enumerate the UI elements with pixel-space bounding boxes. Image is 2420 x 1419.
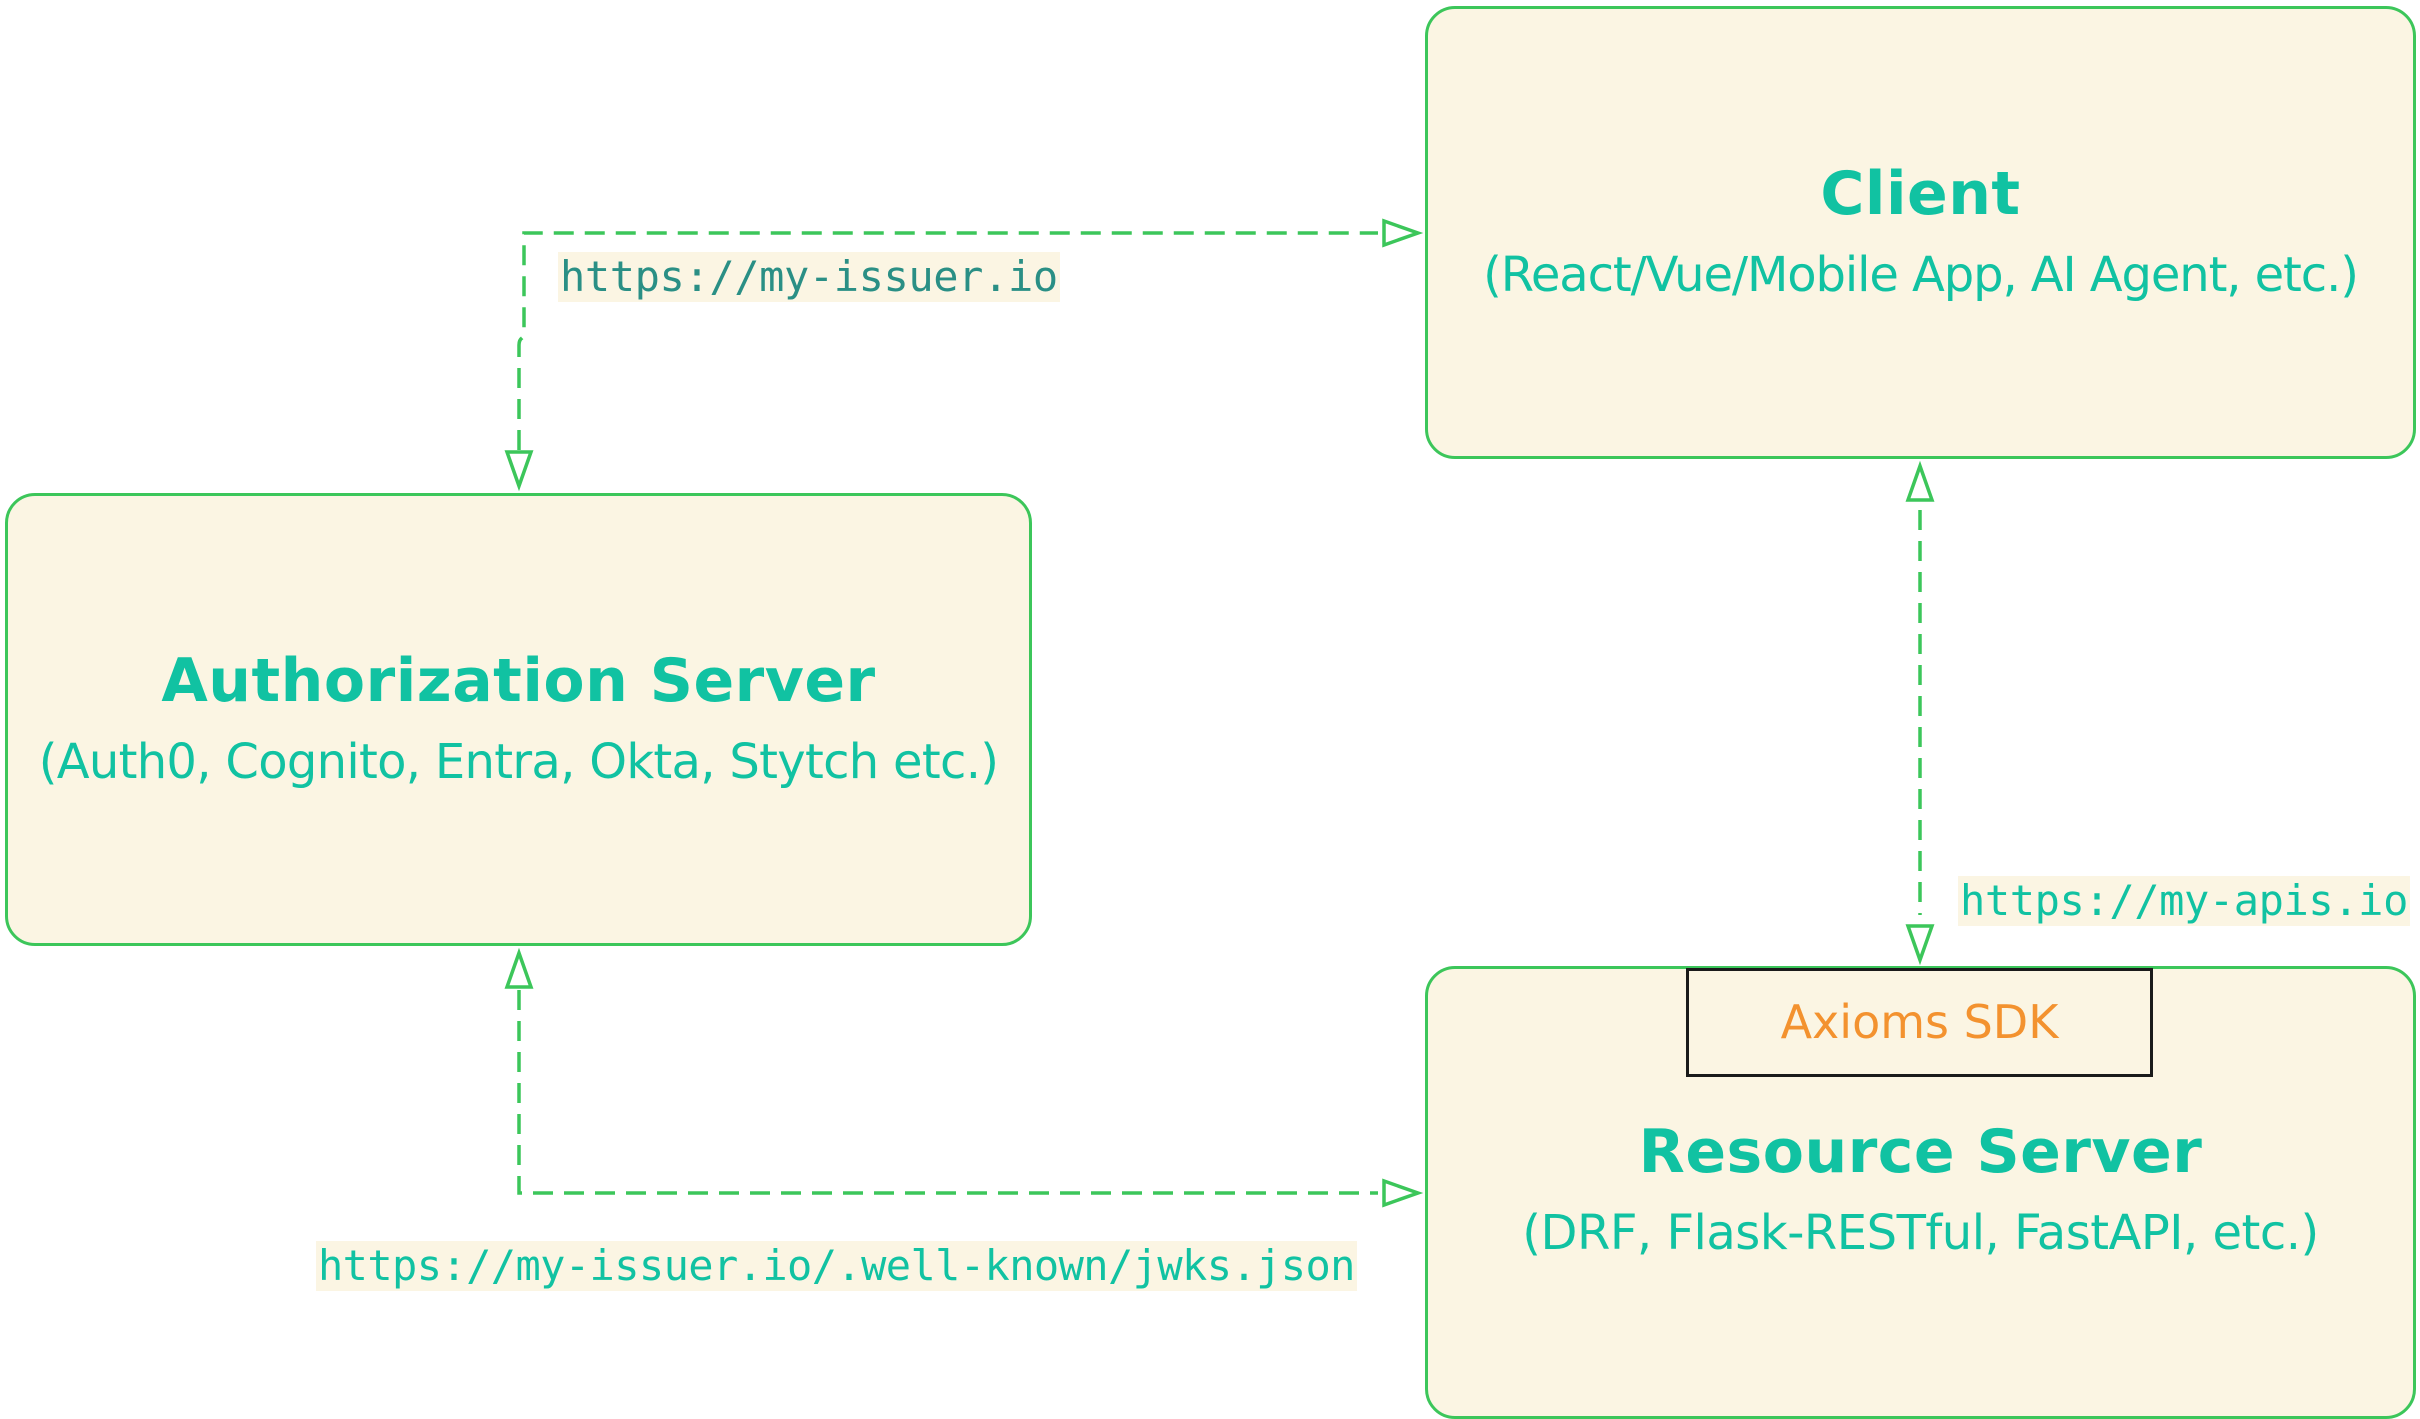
client-title: Client (1820, 159, 2021, 229)
issuer-url-label: https://my-issuer.io (558, 252, 1060, 302)
authorization-server-title: Authorization Server (161, 646, 876, 716)
authorization-server-subtitle: (Auth0, Cognito, Entra, Okta, Stytch etc… (38, 734, 999, 790)
arrowhead-to-auth-bottom (504, 947, 534, 989)
arrowhead-to-resource-left (1382, 1178, 1424, 1208)
resource-server-subtitle: (DRF, Flask-RESTful, FastAPI, etc.) (1522, 1205, 2319, 1261)
jwks-url-label: https://my-issuer.io/.well-known/jwks.js… (316, 1241, 1357, 1291)
authorization-server-node: Authorization Server (Auth0, Cognito, En… (5, 493, 1032, 946)
arrowhead-to-client-bottom (1905, 460, 1935, 502)
arrowhead-to-auth-top (504, 450, 534, 492)
client-subtitle: (React/Vue/Mobile App, AI Agent, etc.) (1483, 247, 2359, 303)
client-node: Client (React/Vue/Mobile App, AI Agent, … (1425, 6, 2416, 459)
arrowhead-to-client (1382, 218, 1424, 248)
resource-server-title: Resource Server (1638, 1117, 2203, 1187)
axioms-sdk-box: Axioms SDK (1686, 968, 2153, 1077)
apis-url-label: https://my-apis.io (1958, 876, 2410, 926)
connector-issuer-client (517, 231, 1378, 450)
connector-jwks (517, 990, 1378, 1195)
arrowhead-to-resource-top (1905, 924, 1935, 966)
